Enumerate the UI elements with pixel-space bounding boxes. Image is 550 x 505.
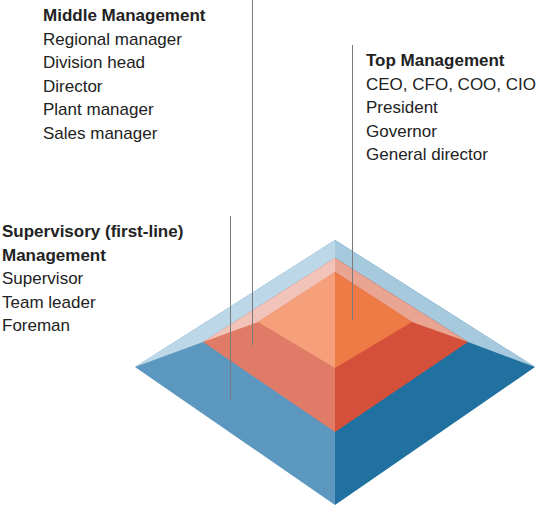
role-item: Sales manager: [43, 122, 243, 146]
level-heading: Middle Management: [43, 4, 243, 28]
pyramid-face: [258, 272, 335, 368]
role-item: General director: [366, 143, 548, 167]
level-heading: Supervisory (first-line) Management: [2, 220, 224, 267]
role-item: Director: [43, 75, 243, 99]
role-item: President: [366, 96, 548, 120]
role-item: Regional manager: [43, 28, 243, 52]
pyramid-face: [203, 258, 335, 432]
pyramid-face: [335, 258, 468, 432]
level-label: Middle ManagementRegional managerDivisio…: [43, 4, 243, 145]
role-item: CEO, CFO, COO, CIO: [366, 73, 548, 97]
role-item: Foreman: [2, 314, 224, 338]
role-item: Supervisor: [2, 267, 224, 291]
role-item: Team leader: [2, 291, 224, 315]
pyramid-face: [135, 240, 335, 505]
level-heading: Top Management: [366, 49, 548, 73]
role-item: Plant manager: [43, 98, 243, 122]
leader-line: [352, 45, 353, 320]
role-item: Division head: [43, 51, 243, 75]
leader-line: [230, 216, 231, 400]
role-item: Governor: [366, 120, 548, 144]
pyramid-face: [335, 240, 535, 505]
leader-line: [252, 0, 253, 345]
pyramid-face: [335, 272, 412, 368]
level-label: Supervisory (first-line) ManagementSuper…: [2, 220, 224, 338]
level-label: Top ManagementCEO, CFO, COO, CIOPresiden…: [366, 49, 548, 167]
